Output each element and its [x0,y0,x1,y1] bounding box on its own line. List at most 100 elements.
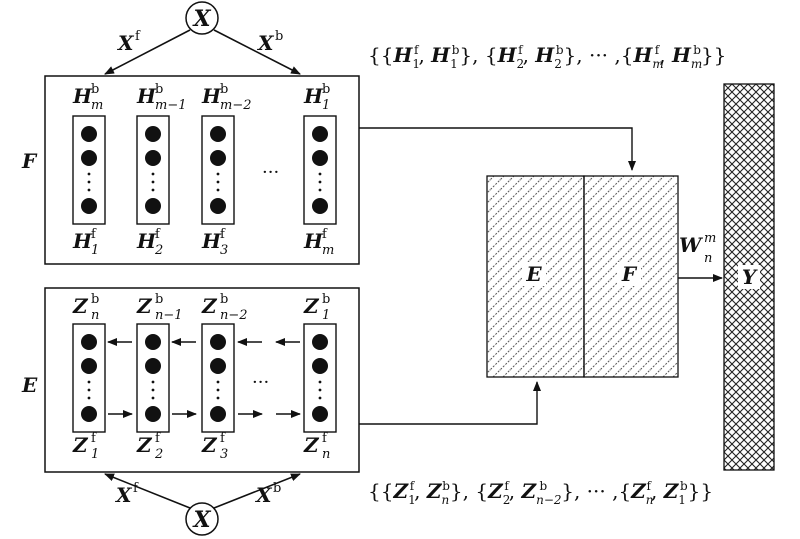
svg-text:X: X [114,483,133,507]
svg-text:m: m [322,243,334,258]
input-node-top: X [185,1,219,35]
block-f-ellipsis: ··· [262,162,279,183]
neuron-dot [312,406,328,422]
edge-label-xb-top: X b [256,29,283,55]
block-f-pairs-text: {{H1f, H1b}, {H2f, H2b}, ··· ,{Hmf, Hmb}… [368,43,726,71]
neuron-dot [145,358,161,374]
neuron-dot [312,126,328,142]
connector-f-to-concat [359,127,636,171]
neuron-dot [210,126,226,142]
block-e-pairs-text: {{Z1f, Znb}, {Z2f, Zn−2b}, ··· ,{Znf, Z1… [368,479,713,507]
connector-e-to-concat [359,381,541,425]
svg-text:f: f [155,227,161,242]
svg-text:f: f [133,481,139,496]
input-node-bottom-label: X [191,507,211,533]
block-e-bottom-label: Z [201,433,218,457]
svg-text:f: f [220,227,226,242]
svg-text:X: X [116,31,135,55]
block-e-top-label: Z [201,294,218,318]
svg-text:3: 3 [220,447,228,462]
edge-label-xb-bottom: X b [254,481,281,507]
svg-text:f: f [220,431,226,446]
neuron-dot [210,334,226,350]
svg-text:f: f [91,431,97,446]
svg-text:f: f [155,431,161,446]
weight-label: W m n [679,231,716,266]
neuron-dot [81,198,97,214]
svg-text:b: b [322,292,330,307]
svg-text:b: b [220,292,228,307]
input-node-top-label: X [191,6,211,32]
input-node-bottom: X [185,502,219,536]
block-f-bottom-label: H [136,229,157,253]
svg-text:b: b [220,82,228,97]
svg-text:b: b [273,481,281,496]
neuron-dot [81,334,97,350]
block-e-label: E [21,373,38,397]
neuron-dot [145,198,161,214]
block-f-top-label: H [136,84,157,108]
neuron-dot [145,406,161,422]
svg-text:b: b [91,292,99,307]
block-f-top-label: H [72,84,93,108]
neuron-dot [145,150,161,166]
svg-text:1: 1 [322,308,330,323]
output-label: Y [742,265,758,289]
edge-backward-bottom [213,473,301,509]
neuron-dot [145,334,161,350]
svg-text:b: b [155,82,163,97]
svg-text:f: f [135,29,141,44]
svg-text:1: 1 [322,98,330,113]
svg-text:n−2: n−2 [220,308,248,323]
block-e-bottom-label: Z [136,433,153,457]
svg-text:n: n [91,308,99,323]
neuron-dot [145,126,161,142]
svg-text:{{Z1f, Znb}, {Z2f, Zn−2b}, ···: {{Z1f, Znb}, {Z2f, Zn−2b}, ··· ,{Znf, Z1… [368,479,713,507]
svg-text:m−2: m−2 [220,98,252,113]
svg-text:1: 1 [91,243,99,258]
svg-text:m: m [91,98,103,113]
block-f-bottom-label: H [303,229,324,253]
edge-label-xf-top: X f [116,29,141,55]
svg-text:{{H1f, H1b}, {H2f, H2b}, ··· ,: {{H1f, H1b}, {H2f, H2b}, ··· ,{Hmf, Hmb}… [368,43,726,71]
neuron-dot [81,358,97,374]
neuron-dot [210,358,226,374]
block-e-ellipsis: ··· [252,372,269,393]
neuron-dot [312,198,328,214]
block-e-top-label: Z [303,294,320,318]
svg-text:n: n [322,447,330,462]
output-block: Y [723,83,775,471]
svg-text:n: n [704,251,712,266]
svg-text:m−1: m−1 [155,98,187,113]
neuron-dot [81,150,97,166]
block-f-top-label: H [201,84,222,108]
neuron-dot [312,358,328,374]
svg-text:X: X [256,31,275,55]
block-f-frame [44,75,360,265]
edge-forward-bottom [104,473,191,509]
edge-label-xf-bottom: X f [114,481,139,507]
block-f-top-label: H [303,84,324,108]
svg-text:f: f [322,431,328,446]
svg-text:X: X [254,483,273,507]
block-e-bottom-label: Z [72,433,89,457]
block-e-recurrent-arrows [107,338,301,418]
svg-text:b: b [91,82,99,97]
svg-text:W: W [679,233,704,257]
svg-text:b: b [275,29,283,44]
block-f-bottom-label: H [72,229,93,253]
svg-text:n−1: n−1 [155,308,183,323]
edge-backward-top [213,29,301,75]
block-e-bottom-label: Z [303,433,320,457]
neuron-dot [312,334,328,350]
